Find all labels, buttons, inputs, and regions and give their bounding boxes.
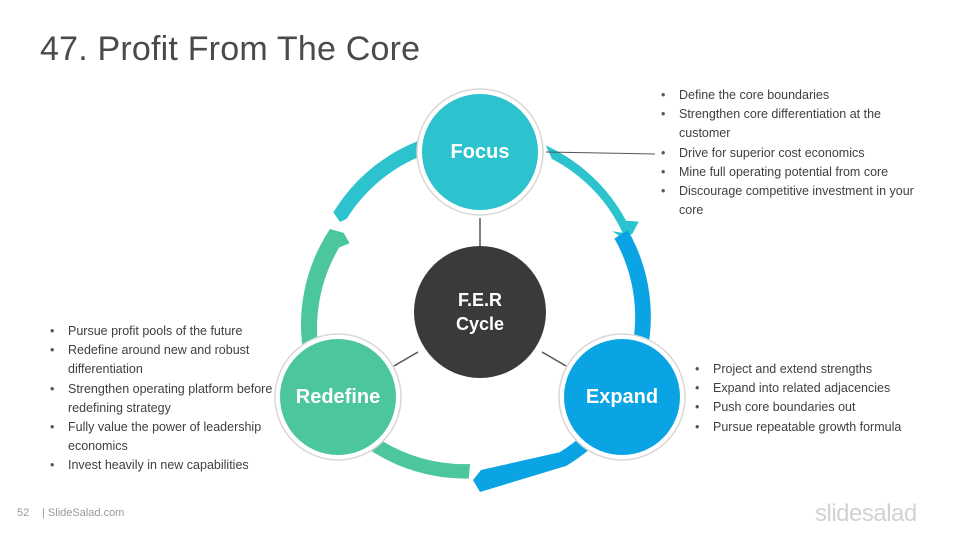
ring-segment-redefine-to-focus	[367, 439, 470, 479]
expand-bullet: Expand into related adjacencies	[693, 379, 943, 398]
ring-segment-focus-to-expand	[545, 145, 639, 236]
focus-bullet: Discourage competitive investment in you…	[659, 182, 919, 220]
redefine-bullet: Invest heavily in new capabilities	[48, 456, 273, 475]
redefine-label: Redefine	[295, 385, 381, 408]
focus-bullet: Define the core boundaries	[659, 86, 919, 105]
focus-label: Focus	[450, 140, 510, 163]
focus-bullet: Mine full operating potential from core	[659, 163, 919, 182]
page-number: 52	[17, 507, 30, 519]
redefine-bullet: Redefine around new and robust different…	[48, 341, 273, 379]
redefine-bullets: Pursue profit pools of the future Redefi…	[48, 322, 273, 476]
expand-label: Expand	[585, 385, 659, 408]
expand-bullet: Project and extend strengths	[693, 360, 943, 379]
redefine-bullet: Strengthen operating platform before red…	[48, 380, 273, 418]
expand-bullet: Push core boundaries out	[693, 398, 943, 417]
footer-site: | SlideSalad.com	[42, 507, 125, 519]
focus-bullets: Define the core boundaries Strengthen co…	[659, 86, 919, 220]
expand-bullet: Pursue repeatable growth formula	[693, 418, 943, 437]
expand-node-fill	[564, 339, 680, 455]
center-circle	[414, 246, 546, 378]
redefine-bullet: Fully value the power of leadership econ…	[48, 418, 273, 456]
ring-segment-redefine-left	[300, 229, 350, 357]
center-label-line2: Cycle	[455, 314, 505, 334]
focus-bullet: Strengthen core differentiation at the c…	[659, 105, 919, 143]
connector-focus-bullets	[545, 151, 656, 155]
brand-logo: slidesalad	[815, 500, 917, 527]
expand-bullets: Project and extend strengths Expand into…	[693, 360, 943, 437]
connector-center-redefine	[393, 351, 419, 367]
slide-title: 47. Profit From The Core	[40, 30, 421, 68]
connector-center-expand	[541, 351, 567, 367]
redefine-node-fill	[280, 339, 396, 455]
focus-node-fill	[422, 94, 538, 210]
center-label: F.E.R Cycle	[414, 274, 546, 350]
ring-segment-left-to-focus	[333, 140, 424, 222]
redefine-bullet: Pursue profit pools of the future	[48, 322, 273, 341]
focus-bullet: Drive for superior cost economics	[659, 144, 919, 163]
center-label-line1: F.E.R	[457, 290, 502, 310]
